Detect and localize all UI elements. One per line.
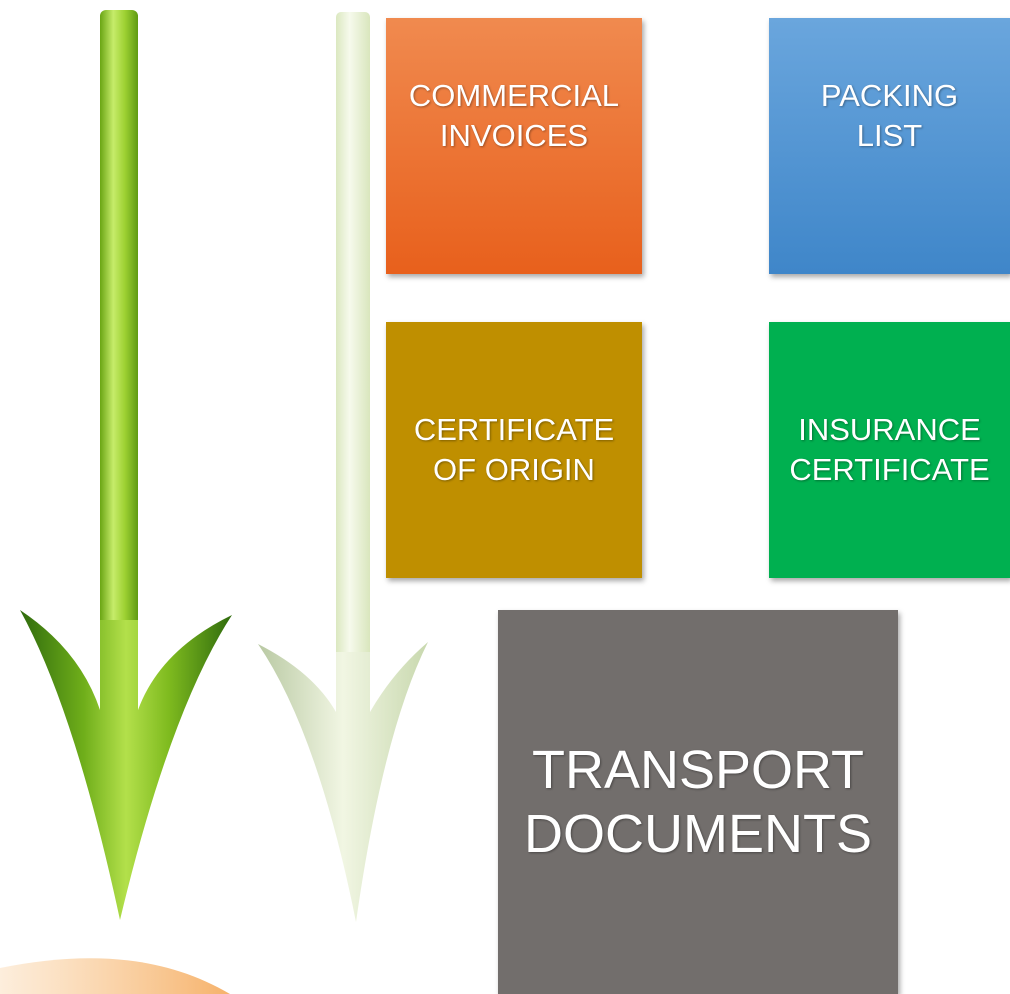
- commercial-invoices-box: COMMERCIAL INVOICES: [386, 18, 642, 274]
- certificate-of-origin-box: CERTIFICATE OF ORIGIN: [386, 322, 642, 578]
- insurance-certificate-box: INSURANCE CERTIFICATE: [769, 322, 1010, 578]
- transport-documents-label: TRANSPORT DOCUMENTS: [524, 740, 872, 864]
- down-arrow-icon: [20, 10, 232, 920]
- packing-list-box: PACKING LIST: [769, 18, 1010, 274]
- certificate-of-origin-label: CERTIFICATE OF ORIGIN: [413, 412, 615, 487]
- transport-documents-box: TRANSPORT DOCUMENTS: [498, 610, 898, 994]
- down-arrow-faded-icon: [258, 12, 428, 922]
- insurance-certificate-label: INSURANCE CERTIFICATE: [789, 412, 990, 487]
- commercial-invoices-label: COMMERCIAL INVOICES: [408, 78, 620, 153]
- packing-list-label: PACKING LIST: [820, 78, 959, 153]
